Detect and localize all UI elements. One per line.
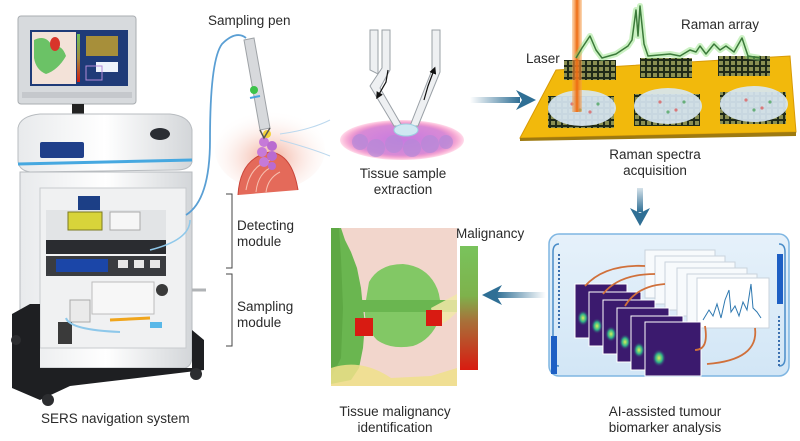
label-tissue-sample-extraction: Tissue sample extraction — [348, 166, 458, 198]
label-tissue-malignancy-identification: Tissue malignancy identification — [325, 404, 465, 436]
mapping-arrows — [584, 264, 757, 365]
label-sampling-pen: Sampling pen — [208, 13, 291, 28]
pen-body — [243, 37, 271, 140]
label-malignancy: Malignancy — [456, 226, 525, 241]
dual-needle — [369, 29, 441, 127]
spectrum-trace — [702, 283, 762, 321]
sampling-bracket — [226, 273, 233, 347]
cabinet — [19, 171, 193, 369]
raman-array-chip — [640, 58, 692, 78]
ai-analysis-panel — [548, 233, 790, 377]
sample-droplet — [720, 86, 788, 122]
flow-arrow-to-ai — [630, 188, 650, 226]
sers-navigation-cart — [11, 15, 247, 406]
label-line: identification — [357, 420, 433, 435]
label-detecting-module: Detecting module — [237, 218, 294, 250]
pen-cable — [185, 34, 247, 216]
label-raman-array: Raman array — [681, 17, 760, 32]
label-line: Detecting — [237, 218, 295, 233]
raman-array-chip — [564, 60, 616, 80]
label-line: extraction — [373, 182, 433, 197]
control-desk — [17, 113, 193, 188]
flow-arrow-to-malignancy — [482, 285, 546, 305]
malignancy-colorbar — [460, 246, 478, 370]
label-line: Sampling — [237, 299, 294, 314]
heatmap-stack — [574, 283, 702, 377]
flow-arrow-to-raman — [470, 90, 536, 110]
label-line: Raman spectra — [609, 147, 701, 162]
label-line: biomarker analysis — [608, 420, 722, 435]
label-laser: Laser — [526, 51, 560, 66]
malignant-spot — [355, 318, 373, 336]
monitor — [17, 15, 137, 118]
sample-droplet — [634, 88, 702, 124]
raman-array-chip — [718, 56, 770, 76]
module-brackets — [226, 193, 233, 347]
label-raman-spectra-acquisition: Raman spectra acquisition — [600, 147, 710, 179]
label-line: Tissue malignancy — [339, 404, 451, 419]
malignancy-map — [331, 228, 457, 386]
raman-spectrum — [575, 5, 761, 59]
cart-base — [11, 304, 204, 406]
malignant-spot — [426, 310, 442, 326]
label-sampling-module: Sampling module — [237, 299, 293, 331]
label-line: AI-assisted tumour — [608, 404, 722, 419]
label-line: module — [237, 234, 282, 249]
tissue-extraction-illustration — [340, 29, 464, 160]
label-line: module — [237, 315, 282, 330]
label-line: Tissue sample — [359, 166, 447, 181]
label-sers-navigation-system: SERS navigation system — [41, 411, 190, 426]
label-line: acquisition — [623, 163, 687, 178]
label-ai-biomarker-analysis: AI-assisted tumour biomarker analysis — [590, 404, 740, 436]
sampling-pen-illustration — [215, 37, 331, 196]
detecting-bracket — [226, 193, 233, 269]
raman-array-illustration — [519, 0, 797, 141]
spectra-cards — [644, 249, 770, 329]
